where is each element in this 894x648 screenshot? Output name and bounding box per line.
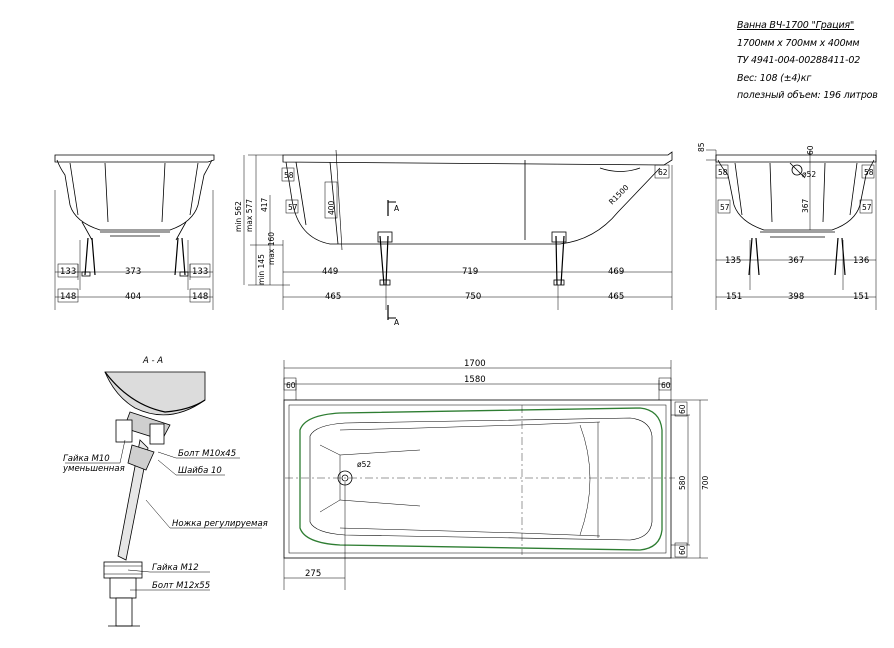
right-dim-367: 367 bbox=[788, 256, 804, 266]
top-dim-1580: 1580 bbox=[464, 375, 486, 385]
section-mark-top: A bbox=[394, 204, 400, 213]
front-dim-58: 58 bbox=[284, 171, 294, 180]
label-bolt-m12: Болт М12х55 bbox=[152, 581, 210, 591]
top-dim-60b: 60 bbox=[661, 381, 671, 390]
front-dim-min562: min 562 bbox=[234, 201, 243, 232]
right-dim-151a: 151 bbox=[726, 292, 742, 302]
right-dim-398: 398 bbox=[788, 292, 804, 302]
front-dim-465b: 465 bbox=[608, 292, 624, 302]
front-dim-719: 719 bbox=[462, 267, 478, 277]
left-dim-148b: 148 bbox=[192, 292, 208, 302]
front-dim-400: 400 bbox=[327, 200, 336, 215]
right-dim-58a: 58 bbox=[718, 168, 728, 177]
title-line-weight: Вес: 108 (±4)кг bbox=[737, 72, 812, 84]
section-a-a bbox=[65, 371, 262, 627]
title-line-size: 1700мм х 700мм х 400мм bbox=[737, 37, 860, 49]
section-title: А - А bbox=[142, 356, 163, 366]
left-dim-133b: 133 bbox=[192, 267, 208, 277]
section-mark-bottom: A bbox=[394, 318, 400, 327]
top-dim-1700: 1700 bbox=[464, 359, 486, 369]
top-dim-phi52: ø52 bbox=[357, 460, 371, 469]
right-dim-58b: 58 bbox=[864, 168, 874, 177]
front-view bbox=[243, 149, 673, 320]
label-washer: Шайба 10 bbox=[178, 466, 222, 476]
top-dim-580: 580 bbox=[678, 475, 687, 490]
front-dim-62: 62 bbox=[658, 168, 668, 177]
label-adjustable-leg: Ножка регулируемая bbox=[172, 519, 268, 529]
left-dim-133a: 133 bbox=[60, 267, 76, 277]
right-end-view bbox=[706, 149, 877, 310]
right-dim-60: 60 bbox=[806, 145, 815, 155]
left-dim-404: 404 bbox=[125, 292, 141, 302]
right-dim-136: 136 bbox=[853, 256, 869, 266]
title-line-spec: ТУ 4941-004-00288411-02 bbox=[737, 55, 861, 66]
right-dim-85: 85 bbox=[697, 142, 706, 152]
right-dim-367v: 367 bbox=[801, 198, 810, 213]
title-line-volume: полезный объем: 196 литров bbox=[737, 90, 878, 101]
label-bolt-m10: Болт М10х45 bbox=[178, 449, 236, 459]
top-dim-700: 700 bbox=[701, 475, 710, 490]
front-dim-57: 57 bbox=[288, 203, 298, 212]
left-end-view bbox=[54, 154, 215, 310]
top-dim-60d: 60 bbox=[678, 545, 687, 555]
front-dim-465a: 465 bbox=[325, 292, 341, 302]
right-dim-57b: 57 bbox=[862, 203, 872, 212]
left-dim-148a: 148 bbox=[60, 292, 76, 302]
top-dim-275: 275 bbox=[305, 569, 321, 579]
top-dim-60c: 60 bbox=[678, 404, 687, 414]
title-block: Ванна ВЧ-1700 "Грация" 1700мм х 700мм х … bbox=[737, 17, 878, 105]
right-dim-phi52: ø52 bbox=[802, 170, 816, 179]
top-view bbox=[283, 360, 708, 590]
front-dim-max577: max 577 bbox=[245, 199, 254, 232]
front-dim-417: 417 bbox=[260, 197, 269, 212]
front-dim-max160: max 160 bbox=[267, 232, 276, 265]
front-dim-750: 750 bbox=[465, 292, 481, 302]
label-nut-m12: Гайка М12 bbox=[152, 563, 199, 573]
front-dim-469: 469 bbox=[608, 267, 624, 277]
right-dim-135: 135 bbox=[725, 256, 741, 266]
front-dim-449: 449 bbox=[322, 267, 338, 277]
front-dim-min145: min 145 bbox=[257, 254, 266, 285]
top-dim-60a: 60 bbox=[286, 381, 296, 390]
right-dim-57a: 57 bbox=[720, 203, 730, 212]
right-dim-151b: 151 bbox=[853, 292, 869, 302]
title-line-model: Ванна ВЧ-1700 "Грация" bbox=[737, 20, 855, 31]
label-nut-m10: Гайка М10 bbox=[63, 454, 110, 464]
left-dim-373: 373 bbox=[125, 267, 141, 277]
label-nut-m10-reduced: уменьшенная bbox=[62, 464, 125, 474]
